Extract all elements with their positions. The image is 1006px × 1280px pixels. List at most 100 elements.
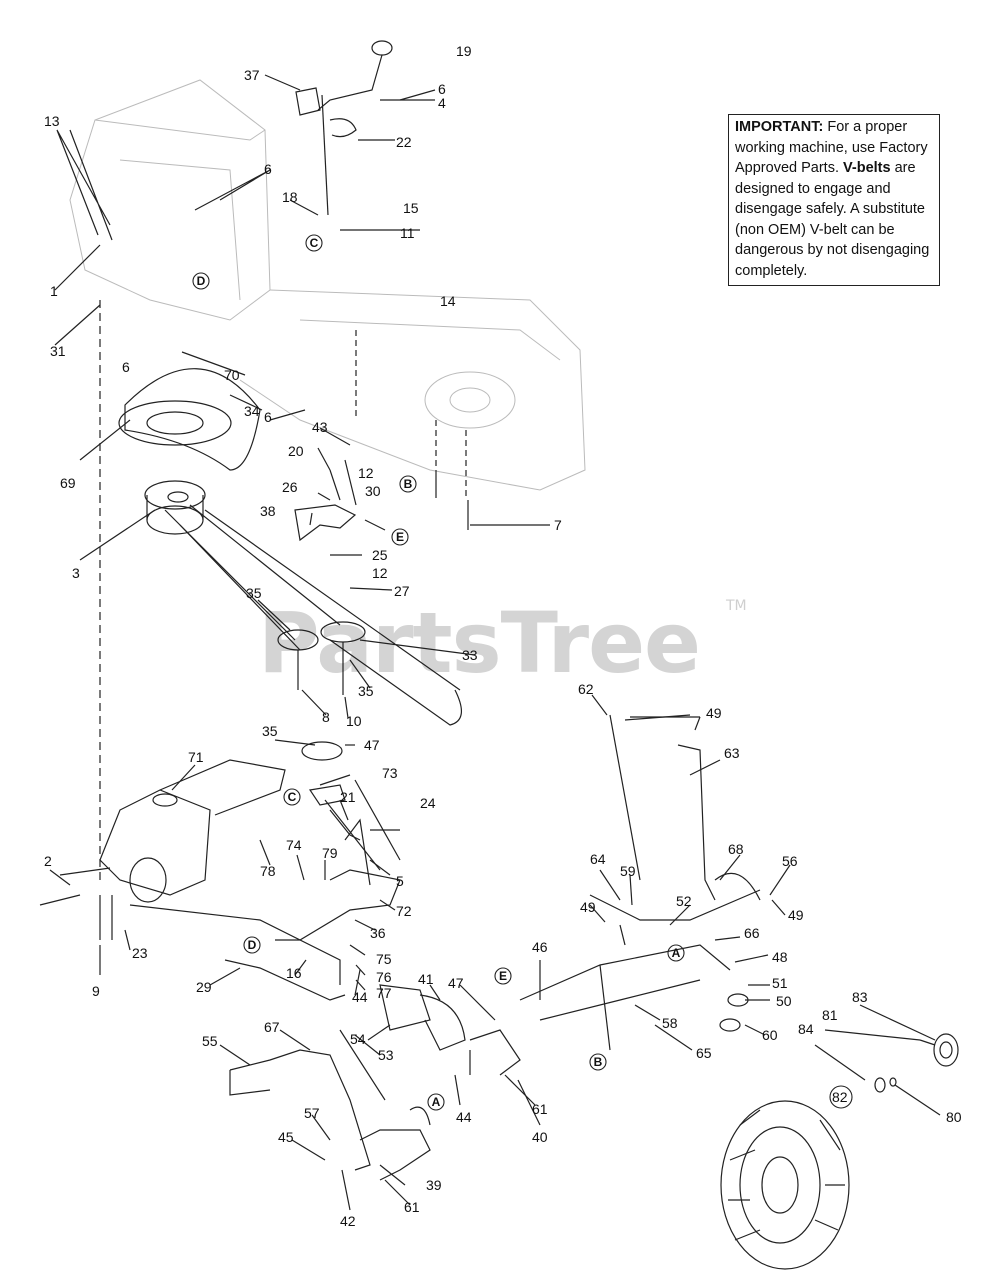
important-notice: IMPORTANT: For a proper working machine,…	[728, 114, 940, 286]
callout-2: 2	[44, 853, 52, 869]
callout-10: 10	[346, 713, 362, 729]
callout-16: 16	[286, 965, 302, 981]
callout-23: 23	[132, 945, 148, 961]
callout-8: 8	[322, 709, 330, 725]
callout-30: 30	[365, 483, 381, 499]
callout-45: 45	[278, 1129, 294, 1145]
ref-letter-b: B	[594, 1055, 603, 1069]
callout-47: 47	[364, 737, 380, 753]
callout-47: 47	[448, 975, 464, 991]
callout-49: 49	[580, 899, 596, 915]
callout-33: 33	[462, 647, 478, 663]
callout-55: 55	[202, 1033, 218, 1049]
callout-63: 63	[724, 745, 740, 761]
callout-6: 6	[122, 359, 130, 375]
callout-62: 62	[578, 681, 594, 697]
callout-73: 73	[382, 765, 398, 781]
callout-69: 69	[60, 475, 76, 491]
callout-56: 56	[782, 853, 798, 869]
callout-64: 64	[590, 851, 606, 867]
callout-82-ring	[829, 1085, 853, 1109]
ref-letter-b: B	[404, 477, 413, 491]
ref-letter-a: A	[432, 1095, 441, 1109]
callout-22: 22	[396, 134, 412, 150]
callout-29: 29	[196, 979, 212, 995]
callout-74: 74	[286, 837, 302, 853]
callout-14: 14	[440, 293, 456, 309]
callout-60: 60	[762, 1027, 778, 1043]
callout-53: 53	[378, 1047, 394, 1063]
callout-42: 42	[340, 1213, 356, 1229]
callout-20: 20	[288, 443, 304, 459]
callout-6: 6	[264, 161, 272, 177]
callout-72: 72	[396, 903, 412, 919]
callout-35: 35	[246, 585, 262, 601]
callout-52: 52	[676, 893, 692, 909]
callout-40: 40	[532, 1129, 548, 1145]
callout-6: 6	[264, 409, 272, 425]
callout-48: 48	[772, 949, 788, 965]
callout-59: 59	[620, 863, 636, 879]
callout-68: 68	[728, 841, 744, 857]
callout-84: 84	[798, 1021, 814, 1037]
callout-36: 36	[370, 925, 386, 941]
callout-6: 6	[438, 81, 446, 97]
notice-text-2: are designed to engage and disengage saf…	[735, 160, 930, 279]
callout-71: 71	[188, 749, 204, 765]
callout-3: 3	[72, 565, 80, 581]
watermark: PartsTree	[258, 594, 700, 692]
ref-letter-c: C	[288, 790, 297, 804]
callout-61: 61	[532, 1101, 548, 1117]
callout-labels: 19 37 6 4 22 13 6 18 15 11 1 31 6 14 70 …	[44, 43, 962, 1229]
callout-78: 78	[260, 863, 276, 879]
callout-81: 81	[822, 1007, 838, 1023]
callout-27: 27	[394, 583, 410, 599]
notice-text-1: For a proper working machine, use Factor…	[735, 119, 928, 176]
callout-54: 54	[350, 1031, 366, 1047]
callout-65: 65	[696, 1045, 712, 1061]
callout-31: 31	[50, 343, 66, 359]
reference-letters	[192, 234, 685, 1111]
callout-21: 21	[340, 789, 356, 805]
callout-11: 11	[400, 225, 415, 241]
callout-76: 76	[376, 969, 392, 985]
ref-letter-e: E	[396, 530, 404, 544]
callout-34: 34	[244, 403, 260, 419]
callout-35: 35	[262, 723, 278, 739]
callout-25: 25	[372, 547, 388, 563]
callout-4: 4	[438, 95, 446, 111]
callout-7: 7	[554, 517, 562, 533]
callout-41: 41	[418, 971, 434, 987]
callout-26: 26	[282, 479, 298, 495]
ref-letter-d: D	[248, 938, 257, 952]
callout-37: 37	[244, 67, 260, 83]
callout-61: 61	[404, 1199, 420, 1215]
callout-67: 67	[264, 1019, 280, 1035]
callout-12: 12	[358, 465, 374, 481]
callout-13: 13	[44, 113, 60, 129]
ref-letter-a: A	[672, 946, 681, 960]
callout-70: 70	[224, 367, 240, 383]
ref-letter-c: C	[310, 236, 319, 250]
callout-66: 66	[744, 925, 760, 941]
callout-18: 18	[282, 189, 298, 205]
callout-46: 46	[532, 939, 548, 955]
callout-5: 5	[396, 873, 404, 889]
callout-1: 1	[50, 283, 58, 299]
callout-39: 39	[426, 1177, 442, 1193]
callout-75: 75	[376, 951, 392, 967]
notice-heading: IMPORTANT:	[735, 119, 824, 135]
drawing-lines	[39, 40, 959, 1270]
callout-49: 49	[706, 705, 722, 721]
callout-43: 43	[312, 419, 328, 435]
ref-letter-d: D	[197, 274, 206, 288]
callout-82: 82	[832, 1089, 848, 1105]
callout-12: 12	[372, 565, 388, 581]
callout-35: 35	[358, 683, 374, 699]
callout-79: 79	[322, 845, 338, 861]
callout-38: 38	[260, 503, 276, 519]
callout-15: 15	[403, 200, 419, 216]
callout-19: 19	[456, 43, 472, 59]
watermark-tm: TM	[725, 598, 747, 614]
